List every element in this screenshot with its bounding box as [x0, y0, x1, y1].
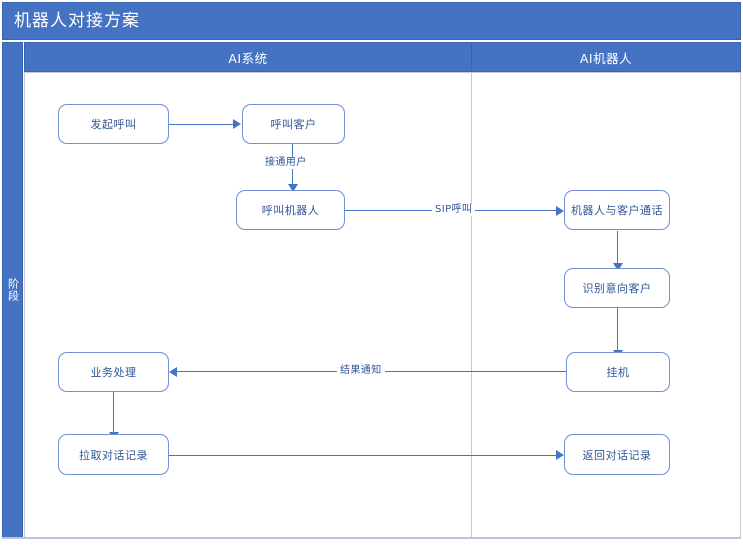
node-business-process[interactable]: 业务处理	[58, 352, 169, 392]
phase-band: 阶段	[2, 42, 23, 538]
lane-header-ai-system-label: AI系统	[228, 50, 268, 66]
connector-identify-to-hangup-line	[617, 308, 619, 352]
node-business-process-label: 业务处理	[90, 366, 137, 379]
node-robot-talks-label: 机器人与客户通话	[571, 204, 663, 217]
connector-connect-user-label: 接通用户	[262, 157, 310, 169]
node-pull-dialog-records-label: 拉取对话记录	[79, 448, 148, 462]
diagram-title-bar: 机器人对接方案	[2, 2, 741, 40]
node-pull-dialog-records[interactable]: 拉取对话记录	[58, 434, 169, 475]
connector-pull-to-return-arrow	[556, 450, 564, 460]
connector-talk-to-identify-arrow	[613, 263, 623, 271]
node-return-dialog-records[interactable]: 返回对话记录	[564, 434, 670, 475]
connector-initiate-to-call-customer-arrow	[233, 119, 241, 129]
connector-result-notify-arrow	[169, 366, 177, 377]
connector-pull-to-return-line	[169, 454, 558, 456]
connector-result-notify-label: 结果通知	[337, 365, 385, 377]
lane-header-ai-robot: AI机器人	[471, 42, 741, 72]
node-identify-intent[interactable]: 识别意向客户	[564, 268, 670, 308]
node-return-dialog-records-label: 返回对话记录	[582, 448, 652, 462]
connector-initiate-to-call-customer-line	[169, 123, 234, 125]
node-call-customer-label: 呼叫客户	[270, 118, 317, 131]
node-initiate-call-label: 发起呼叫	[90, 118, 137, 131]
node-identify-intent-label: 识别意向客户	[582, 282, 652, 295]
node-call-customer[interactable]: 呼叫客户	[242, 104, 345, 144]
connector-process-to-pull-line	[113, 392, 115, 434]
diagram-title: 机器人对接方案	[14, 10, 140, 31]
node-call-robot-label: 呼叫机器人	[261, 204, 320, 217]
node-robot-talks[interactable]: 机器人与客户通话	[564, 190, 670, 230]
connector-talk-to-identify-line	[617, 231, 619, 265]
lane-header-ai-system: AI系统	[24, 42, 472, 72]
connector-sip-call-label: SIP呼叫	[432, 204, 476, 216]
node-hang-up[interactable]: 挂机	[566, 352, 670, 392]
connector-sip-call-arrow	[556, 205, 564, 216]
node-call-robot[interactable]: 呼叫机器人	[236, 190, 345, 230]
frame-bottom-edge	[2, 537, 741, 539]
lane-header-ai-robot-label: AI机器人	[579, 50, 633, 66]
connector-connect-user-arrow	[288, 184, 298, 192]
phase-band-label: 阶段	[6, 278, 20, 302]
node-hang-up-label: 挂机	[606, 366, 630, 379]
node-initiate-call[interactable]: 发起呼叫	[58, 104, 169, 144]
